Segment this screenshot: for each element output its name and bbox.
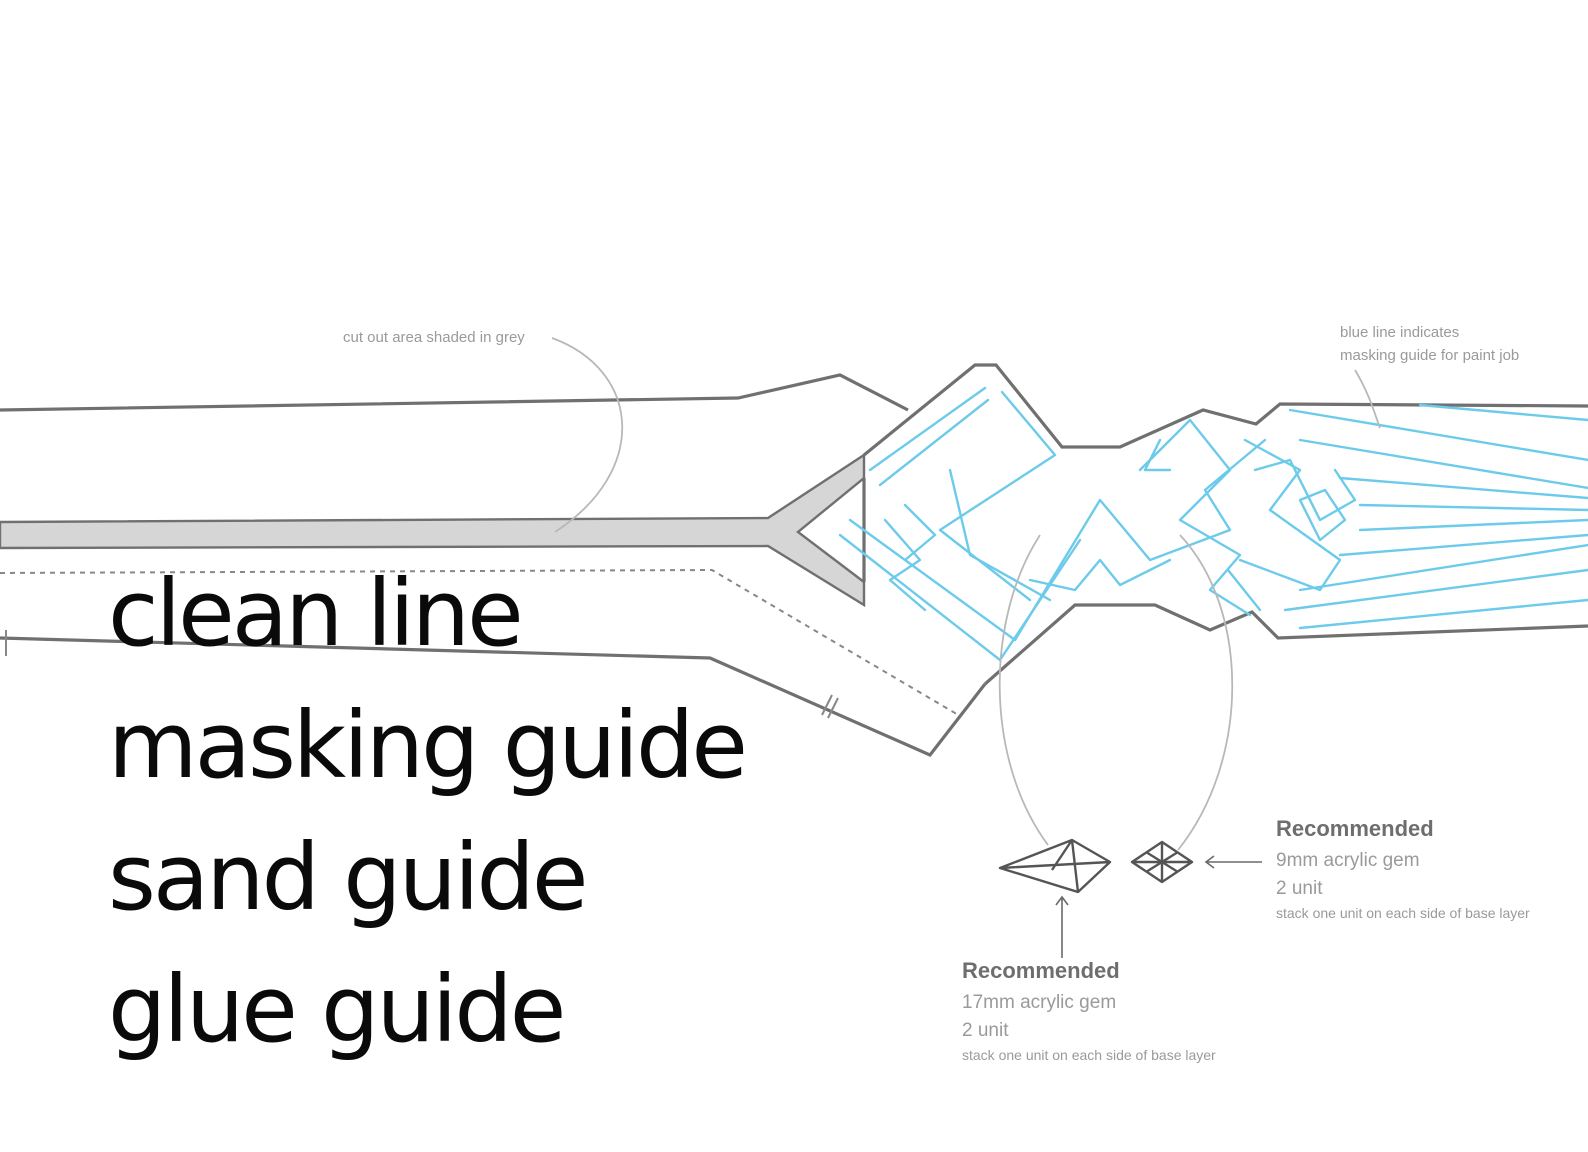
tick-mark-lower [821,694,839,719]
guide-clean-line: clean line [108,560,524,667]
blade-lower-edge [0,636,987,757]
small-gem-qty: 2 unit [1276,878,1323,899]
guide-glue: glue guide [108,956,566,1063]
small-gem-leader [1177,534,1234,851]
small-gem-note: stack one unit on each side of base laye… [1276,905,1530,921]
blue-line-note-line-1: blue line indicates [1340,324,1459,341]
guide-list: clean line masking guide sand guide glue… [108,548,748,1076]
guide-sand: sand guide [108,824,589,931]
masking-guide-lines [838,386,1588,662]
small-gem-title: Recommended [1276,816,1434,841]
large-gem-leader [998,534,1049,846]
large-gem-icon [998,838,1112,894]
small-gem-icon [1130,840,1194,884]
guide-masking: masking guide [108,692,748,799]
blade-top-edge [0,373,909,412]
blue-line-note-line-2: masking guide for paint job [1340,347,1519,364]
large-gem-qty: 2 unit [962,1020,1009,1041]
cutout-shaded-area [0,452,866,608]
large-gem-size: 17mm acrylic gem [962,992,1116,1013]
large-gem-title: Recommended [962,958,1120,983]
large-gem-arrow [1055,895,1069,958]
small-gem-size: 9mm acrylic gem [1276,850,1420,871]
sand-guide-dashed-line [0,568,961,717]
small-gem-arrow [1204,855,1262,869]
blue-line-leader [1354,369,1381,429]
cutout-leader [551,337,624,533]
large-gem-note: stack one unit on each side of base laye… [962,1047,1216,1063]
cutout-note: cut out area shaded in grey [343,329,525,346]
